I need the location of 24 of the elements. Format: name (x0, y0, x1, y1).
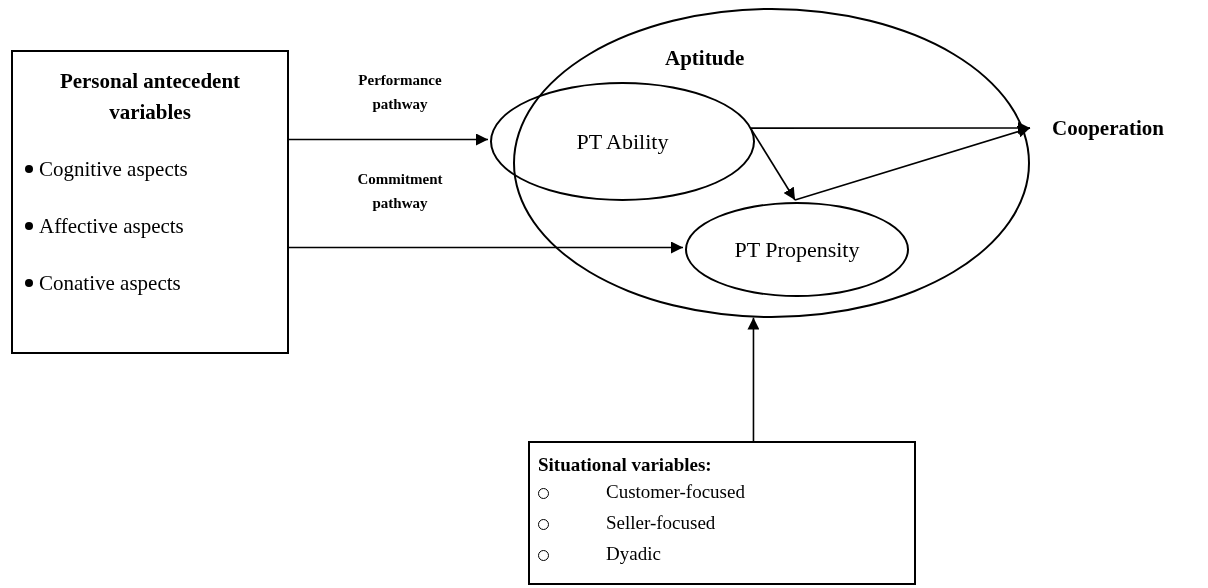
list-item: Customer-focused (606, 480, 745, 504)
list-item: Affective aspects (39, 213, 184, 239)
outcome-text: Cooperation (1052, 115, 1164, 141)
ellipse-title: Aptitude (665, 45, 745, 71)
list-item: Cognitive aspects (39, 156, 188, 182)
box-heading: Personal antecedent variables (58, 68, 242, 126)
arrow (747, 316, 760, 442)
arrow (749, 127, 796, 201)
list-item: Seller-focused (606, 511, 716, 535)
edge-label: Commitment pathway (356, 170, 444, 213)
list-item: Conative aspects (39, 270, 181, 296)
arrow (749, 122, 1031, 134)
construct-ellipse (490, 82, 755, 201)
variables-box (528, 441, 916, 585)
variables-box (11, 50, 289, 354)
arrow (794, 125, 1031, 201)
construct-ellipse (685, 202, 909, 297)
edge-label: Performance pathway (357, 71, 443, 114)
arrow (288, 241, 684, 254)
arrow (288, 133, 489, 146)
ellipse-label: PT Propensity (734, 236, 860, 263)
list-item: Dyadic (606, 542, 661, 566)
ellipse-label: PT Ability (576, 128, 669, 155)
box-heading: Situational variables: (538, 454, 712, 476)
